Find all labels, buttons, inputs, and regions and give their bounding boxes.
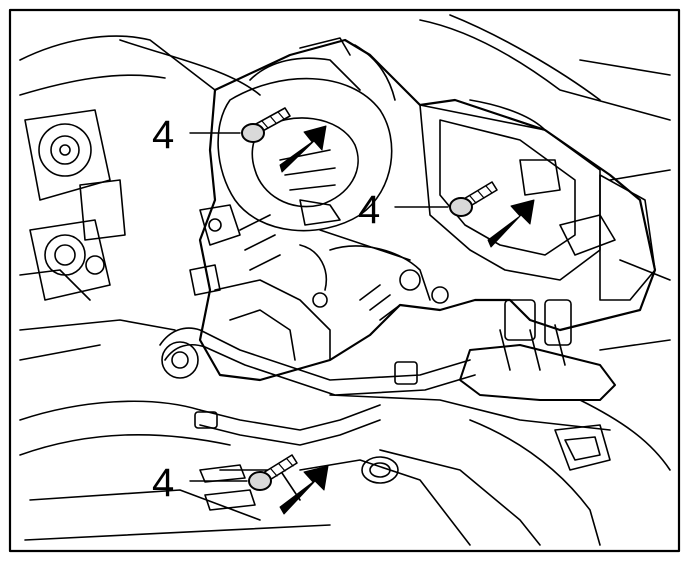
refrigerant-hoses (159, 299, 616, 446)
callout-label-bolt-lower: 4 (152, 461, 175, 505)
floor-details (199, 424, 611, 511)
bolt-icon (241, 107, 291, 143)
callout-label-bolt-upper-right: 4 (358, 188, 381, 232)
bolt-icon (248, 454, 298, 491)
bolt-icon (449, 181, 498, 217)
arrow-icon (487, 199, 535, 248)
callout-label-bolt-upper-left: 4 (152, 113, 175, 157)
vehicle-body-outline (19, 14, 671, 546)
arrow-icon (279, 465, 329, 515)
hvac-housing (189, 37, 657, 382)
figure-frame (8, 8, 681, 553)
left-panel (24, 109, 126, 301)
arrow-icon (279, 125, 327, 173)
